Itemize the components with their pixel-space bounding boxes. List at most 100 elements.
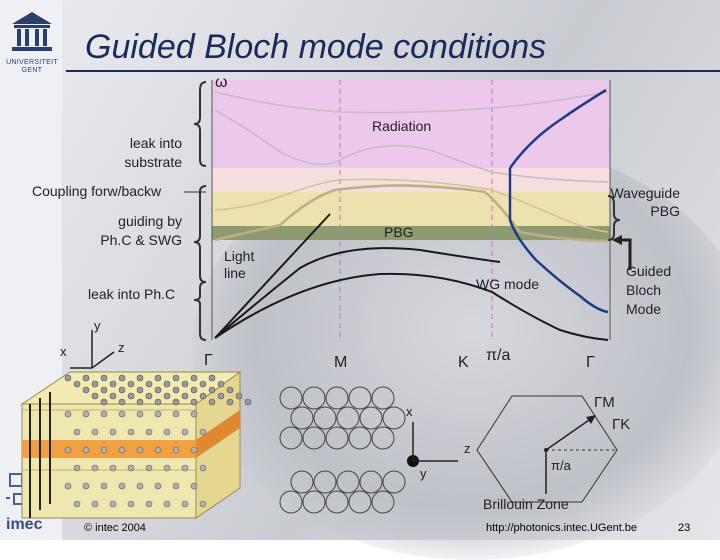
ugent-logo-line-2: GENT [21,67,43,74]
waveguide-pbg-band [212,226,610,239]
slab-hole [154,446,162,454]
slab-hole [118,482,126,490]
lattice-hole [302,426,326,450]
axis-y-label: y [94,318,101,333]
slab-hole [172,386,180,394]
brillouin-zone-label: Brillouin Zone [483,496,569,512]
guided-bloch-label-2: Bloch [626,282,662,298]
lattice-hole [382,406,406,430]
light-line-label-1: Light [224,248,255,264]
slab-hole [109,500,117,508]
k-label-k: K [458,354,469,371]
slab-hole [163,464,171,472]
slab-hole [181,464,189,472]
slab-hole [91,500,99,508]
lattice-hole [313,406,337,430]
brillouin-hexagon [476,395,618,503]
slab-hole [82,446,90,454]
pbg-band [212,192,610,226]
lattice-hole [382,470,406,494]
lattice-hole [336,406,360,430]
slab-hole [109,392,117,400]
university-building-icon [12,12,52,51]
leak-substrate-label: leak into substrate [80,134,182,172]
lattice-hole [313,470,337,494]
footer-url[interactable]: http://photonics.intec.UGent.be [486,522,638,534]
slab-hole [217,392,225,400]
hexagonal-lattice [279,386,406,514]
slab-hole [163,428,171,436]
slab-hole [154,374,162,382]
slab-hole [172,410,180,418]
axis-z-label: z [118,340,125,355]
lattice-hole [290,470,314,494]
lattice-hole [302,490,326,514]
guided-bloch-label-1: Guided [626,263,672,279]
slab-hole [127,500,135,508]
slab-hole [208,398,216,406]
slab-hole [91,392,99,400]
guided-mode-arrow [620,238,632,270]
pbg-label: PBG [384,224,414,240]
slab-hole [181,428,189,436]
light-line-label: Light line [224,248,254,282]
slab-hole [73,500,81,508]
lower-band-curve [214,272,609,341]
slab-hole [73,380,81,388]
page-number: 23 [678,522,691,534]
slab-hole [172,398,180,406]
axis-x-label: x [60,344,67,359]
slab-hole [91,380,99,388]
slab-hole [82,410,90,418]
slab-hole [118,374,126,382]
lattice-hole [371,490,395,514]
lattice-hole [290,406,314,430]
k-label-gamma-1: Γ [204,352,213,369]
brillouin-arrow-head [586,415,596,424]
arrow-head [612,235,622,245]
slab-hole [199,500,207,508]
slab-hole [199,380,207,388]
slab-hole [82,386,90,394]
waveguide-pbg-label-1: Waveguide [610,185,680,201]
lattice-z-label: z [464,441,471,456]
slab-hole [136,386,144,394]
slab-hole [217,380,225,388]
slab-hole [163,500,171,508]
slab-hole [73,464,81,472]
brillouin-gm-label: ΓM [594,394,615,411]
slab-hole [190,386,198,394]
waveguide-pbg-label: Waveguide PBG [600,184,680,220]
lattice-hole [348,426,372,450]
brace-waveguide-pbg [607,195,621,241]
omega-label: ω [215,74,228,91]
slab-hole [199,392,207,400]
slab-hole [181,392,189,400]
slab-hole [64,482,72,490]
photonic-crystal-slab [20,371,242,519]
lattice-hole [279,386,303,410]
slab-hole [163,380,171,388]
lattice-y-label: y [420,466,427,481]
radiation-label: Radiation [372,118,432,134]
slab-hole [136,482,144,490]
copyright-text: © intec 2004 [84,522,146,534]
slab-hole [136,398,144,406]
guiding-label-2: Ph.C & SWG [100,232,182,248]
light-line-curve [214,247,501,339]
coupling-label: Coupling forw/backw [32,183,162,199]
slab-hole [100,410,108,418]
slab-hole [127,380,135,388]
leak-phc-label: leak into Ph.C [88,286,176,302]
slab-hole [136,374,144,382]
slab-hole [172,374,180,382]
k-label-m: M [334,354,348,371]
slab-hole [163,392,171,400]
lattice-hole [279,426,303,450]
lattice-hole [325,490,349,514]
slab-hole [172,482,180,490]
slab-hole [64,446,72,454]
radiation-curve-2 [214,109,609,183]
lattice-x-label: x [406,404,413,419]
radiation-curve-1 [214,91,609,114]
